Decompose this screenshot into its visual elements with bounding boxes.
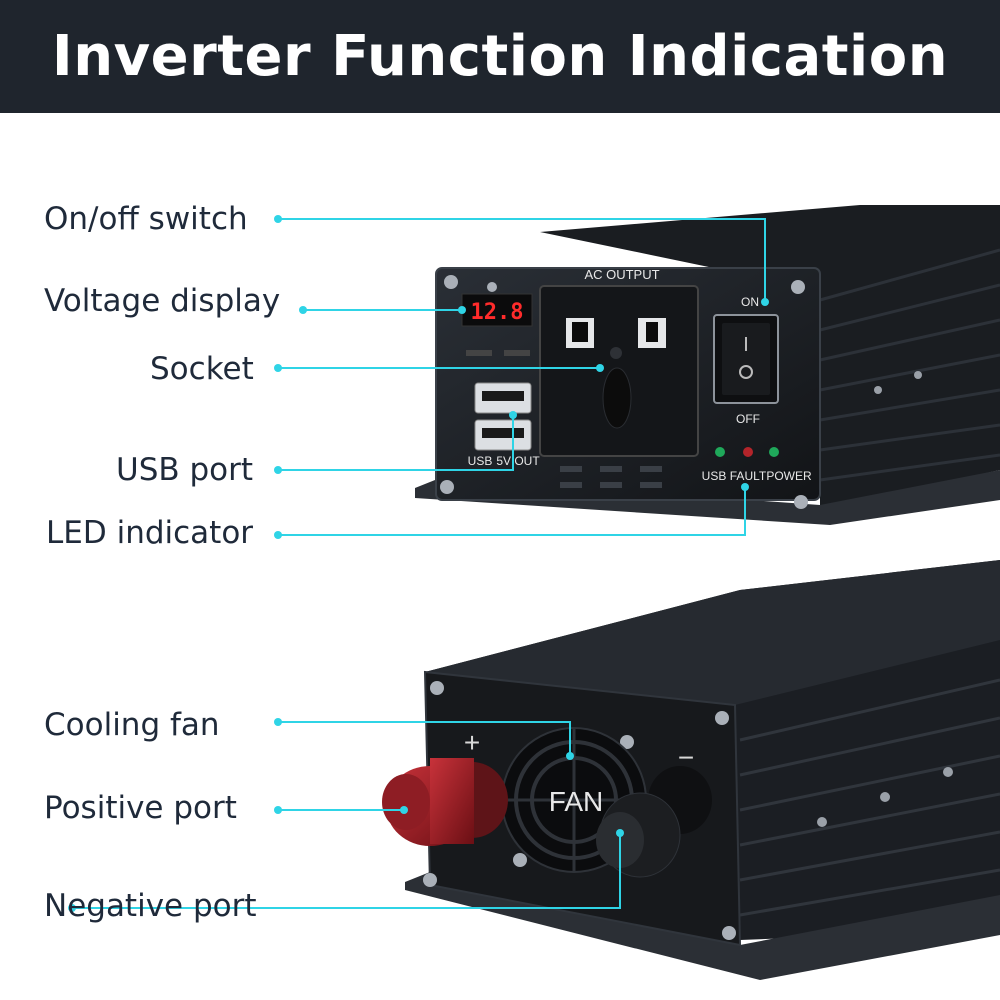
ac-output-text: AC OUTPUT: [584, 267, 659, 282]
display-value: 12.8: [471, 300, 524, 325]
label-led-indicator: LED indicator: [46, 515, 254, 551]
led-fault-text: FAULT: [730, 469, 767, 483]
plus-sign: +: [464, 727, 480, 758]
label-cooling-fan: Cooling fan: [44, 707, 220, 743]
positive-terminal[interactable]: [382, 758, 508, 846]
leader-lines: [68, 215, 769, 912]
led-fault: [743, 447, 753, 457]
label-voltage-display: Voltage display: [44, 283, 281, 319]
voltage-display-screen: [461, 293, 533, 327]
off-text: OFF: [736, 412, 760, 426]
label-on-off-switch: On/off switch: [44, 201, 248, 237]
bottom-inverter: FAN + −: [382, 560, 1000, 980]
label-positive-port: Positive port: [44, 790, 237, 826]
usb-out-text: 5V OUT: [496, 454, 540, 468]
label-socket: Socket: [150, 351, 254, 387]
top-inverter: 12.8 USB 5V OUT AC OUTPUT ON OFF USB FAU…: [415, 205, 1000, 525]
led-power: [769, 447, 779, 457]
label-usb-port: USB port: [116, 452, 254, 488]
led-usb: [715, 447, 725, 457]
fan-text: FAN: [549, 786, 603, 817]
on-text: ON: [741, 295, 759, 309]
page-title: Inverter Function Indication: [51, 24, 949, 89]
minus-sign: −: [678, 742, 694, 773]
usb-text: USB: [468, 454, 493, 468]
led-usb-text: USB: [702, 469, 727, 483]
title-banner: Inverter Function Indication: [0, 0, 1000, 113]
led-power-text: POWER: [766, 469, 812, 483]
label-negative-port: Negative port: [44, 888, 257, 924]
